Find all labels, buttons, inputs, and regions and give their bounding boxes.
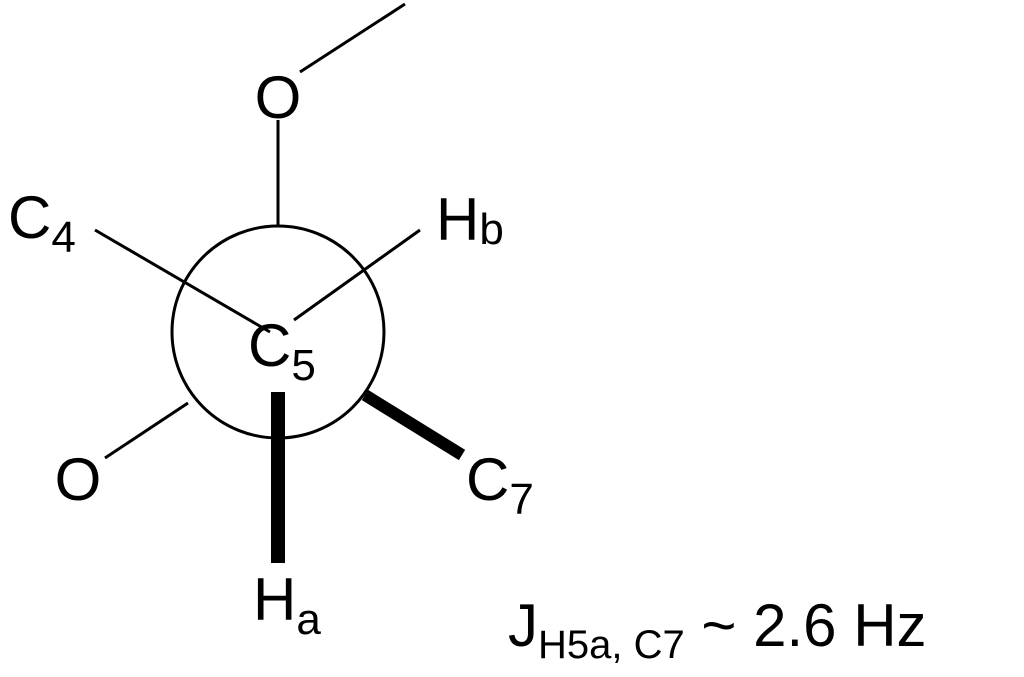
atom-hb-symbol: H xyxy=(436,186,479,253)
coupling-value: ~ 2.6 Hz xyxy=(685,592,927,659)
atom-c4: C4 xyxy=(8,184,76,262)
atom-c7-symbol: C xyxy=(466,446,509,513)
atom-ha-subscript: a xyxy=(296,595,321,644)
atom-c7-subscript: 7 xyxy=(509,475,533,524)
atom-c4-subscript: 4 xyxy=(51,213,75,262)
atom-ha: Ha xyxy=(253,566,321,644)
atom-c5-subscript: 5 xyxy=(291,341,315,390)
bond-c4 xyxy=(94,228,271,334)
coupling-subscript: H5a, C7 xyxy=(538,623,685,667)
atom-c5: C5 xyxy=(248,312,316,390)
coupling-symbol: J xyxy=(508,592,538,659)
atom-ha-symbol: H xyxy=(253,566,296,633)
atom-c7: C7 xyxy=(466,446,534,524)
atom-hb-subscript: b xyxy=(479,205,503,254)
atom-o-top: O xyxy=(255,64,302,131)
atom-c4-symbol: C xyxy=(8,184,51,251)
coupling-constant: JH5a, C7 ~ 2.6 Hz xyxy=(508,592,927,667)
bond-o-left xyxy=(104,401,189,460)
atom-o-left: O xyxy=(55,446,102,513)
atom-hb: Hb xyxy=(436,186,504,254)
bond-hb xyxy=(293,228,421,322)
atom-c5-symbol: C xyxy=(248,312,291,379)
bond-c7 xyxy=(361,389,466,461)
bond-methyl xyxy=(299,2,406,74)
